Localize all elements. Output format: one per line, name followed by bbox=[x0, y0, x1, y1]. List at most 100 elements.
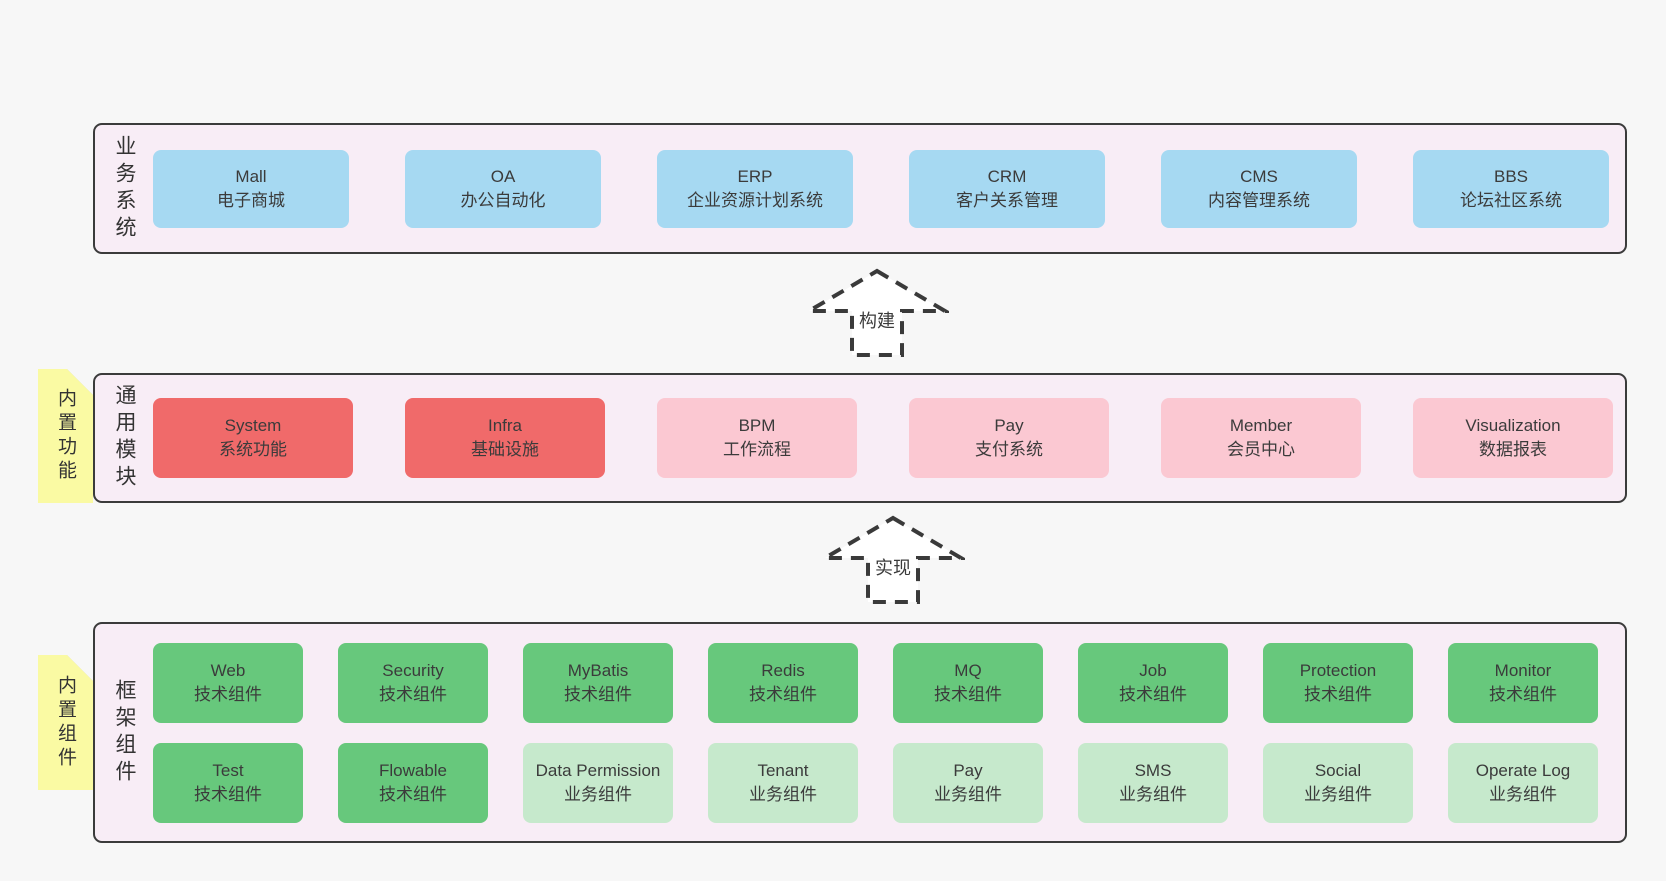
sticky-note-text: 内置功能 bbox=[55, 388, 76, 484]
box-subtitle: 技术组件 bbox=[194, 684, 262, 704]
box-web: Web 技术组件 bbox=[153, 642, 303, 723]
box-subtitle: 会员中心 bbox=[1227, 440, 1295, 459]
business-row: Mall 电子商城 OA 办公自动化 ERP 企业资源计划系统 CRM 客户关系… bbox=[153, 149, 1609, 228]
box-title: MyBatis bbox=[567, 660, 629, 680]
box-mall: Mall 电子商城 bbox=[153, 149, 349, 228]
box-title: Web bbox=[210, 660, 246, 680]
box-title: Social bbox=[1314, 760, 1362, 780]
box-title: Redis bbox=[761, 660, 805, 680]
box-subtitle: 业务组件 bbox=[1119, 784, 1187, 804]
box-visualization: Visualization 数据报表 bbox=[1413, 398, 1613, 478]
box-bpm: BPM 工作流程 bbox=[657, 398, 857, 478]
box-data-permission: Data Permission 业务组件 bbox=[523, 742, 673, 823]
sticky-note-built-in-features: 内置功能 bbox=[38, 369, 93, 503]
box-title: Data Permission bbox=[535, 760, 661, 780]
box-subtitle: 客户关系管理 bbox=[956, 190, 1058, 210]
box-crm: CRM 客户关系管理 bbox=[909, 149, 1105, 228]
components-row-2: Test 技术组件 Flowable 技术组件 Data Permission … bbox=[153, 742, 1605, 823]
box-social: Social 业务组件 bbox=[1263, 742, 1413, 823]
box-subtitle: 技术组件 bbox=[749, 684, 817, 704]
box-mq: MQ 技术组件 bbox=[893, 642, 1043, 723]
box-infra: Infra 基础设施 bbox=[405, 398, 605, 478]
box-subtitle: 企业资源计划系统 bbox=[687, 190, 823, 210]
box-cms: CMS 内容管理系统 bbox=[1161, 149, 1357, 228]
box-title: ERP bbox=[737, 166, 773, 186]
box-subtitle: 技术组件 bbox=[194, 784, 262, 804]
box-subtitle: 技术组件 bbox=[1489, 684, 1557, 704]
box-subtitle: 论坛社区系统 bbox=[1460, 190, 1562, 210]
box-title: BPM bbox=[738, 416, 776, 435]
box-subtitle: 技术组件 bbox=[1119, 684, 1187, 704]
box-subtitle: 技术组件 bbox=[379, 684, 447, 704]
box-protection: Protection 技术组件 bbox=[1263, 642, 1413, 723]
box-system: System 系统功能 bbox=[153, 398, 353, 478]
box-sms: SMS 业务组件 bbox=[1078, 742, 1228, 823]
box-member: Member 会员中心 bbox=[1161, 398, 1361, 478]
box-oa: OA 办公自动化 bbox=[405, 149, 601, 228]
box-title: Pay bbox=[994, 416, 1024, 435]
box-title: Job bbox=[1139, 660, 1167, 680]
panel-label-business-systems: 业务系统 bbox=[113, 134, 136, 243]
modules-row: System 系统功能 Infra 基础设施 BPM 工作流程 Pay 支付系统… bbox=[153, 398, 1613, 478]
box-job: Job 技术组件 bbox=[1078, 642, 1228, 723]
box-erp: ERP 企业资源计划系统 bbox=[657, 149, 853, 228]
box-title: System bbox=[224, 416, 282, 435]
box-subtitle: 电子商城 bbox=[217, 190, 285, 210]
box-pay-biz: Pay 业务组件 bbox=[893, 742, 1043, 823]
panel-business-systems: 业务系统 Mall 电子商城 OA 办公自动化 ERP 企业资源计划系统 CRM… bbox=[93, 123, 1627, 254]
box-redis: Redis 技术组件 bbox=[708, 642, 858, 723]
box-security: Security 技术组件 bbox=[338, 642, 488, 723]
box-subtitle: 业务组件 bbox=[1304, 784, 1372, 804]
box-title: Flowable bbox=[378, 760, 448, 780]
box-subtitle: 技术组件 bbox=[564, 684, 632, 704]
box-pay: Pay 支付系统 bbox=[909, 398, 1109, 478]
box-subtitle: 系统功能 bbox=[219, 440, 287, 459]
arrow-build-up: 构建 bbox=[805, 267, 949, 359]
box-title: MQ bbox=[954, 660, 982, 680]
box-title: Security bbox=[382, 660, 444, 680]
box-title: CRM bbox=[987, 166, 1027, 186]
sticky-note-text: 内置组件 bbox=[55, 674, 76, 771]
box-title: Mall bbox=[235, 166, 267, 186]
box-subtitle: 支付系统 bbox=[975, 440, 1043, 459]
box-subtitle: 内容管理系统 bbox=[1208, 190, 1310, 210]
box-title: Member bbox=[1229, 416, 1293, 435]
box-title: SMS bbox=[1134, 760, 1172, 780]
box-subtitle: 业务组件 bbox=[749, 784, 817, 804]
box-subtitle: 基础设施 bbox=[471, 440, 539, 459]
box-monitor: Monitor 技术组件 bbox=[1448, 642, 1598, 723]
box-title: Infra bbox=[487, 416, 523, 435]
box-bbs: BBS 论坛社区系统 bbox=[1413, 149, 1609, 228]
sticky-note-built-in-components: 内置组件 bbox=[38, 655, 93, 790]
box-title: CMS bbox=[1240, 166, 1278, 186]
box-subtitle: 工作流程 bbox=[723, 440, 791, 459]
box-title: Tenant bbox=[757, 760, 809, 780]
box-title: Operate Log bbox=[1475, 760, 1571, 780]
box-title: Visualization bbox=[1465, 416, 1561, 435]
box-subtitle: 业务组件 bbox=[934, 784, 1002, 804]
components-row-1: Web 技术组件 Security 技术组件 MyBatis 技术组件 Redi… bbox=[153, 642, 1605, 723]
box-subtitle: 数据报表 bbox=[1479, 440, 1547, 459]
box-flowable: Flowable 技术组件 bbox=[338, 742, 488, 823]
box-subtitle: 技术组件 bbox=[1304, 684, 1372, 704]
arrow-label-build: 构建 bbox=[856, 306, 898, 335]
box-subtitle: 办公自动化 bbox=[460, 190, 546, 210]
box-mybatis: MyBatis 技术组件 bbox=[523, 642, 673, 723]
box-subtitle: 业务组件 bbox=[564, 784, 632, 804]
box-title: BBS bbox=[1493, 166, 1529, 186]
box-subtitle: 技术组件 bbox=[379, 784, 447, 804]
box-test: Test 技术组件 bbox=[153, 742, 303, 823]
box-title: Protection bbox=[1299, 660, 1377, 680]
arrow-label-implement: 实现 bbox=[872, 553, 914, 582]
panel-framework-components: 框架组件 Web 技术组件 Security 技术组件 MyBatis 技术组件… bbox=[93, 622, 1627, 843]
box-operate-log: Operate Log 业务组件 bbox=[1448, 742, 1598, 823]
box-tenant: Tenant 业务组件 bbox=[708, 742, 858, 823]
arrow-implement-up: 实现 bbox=[821, 514, 965, 606]
box-title: Test bbox=[212, 760, 244, 780]
panel-common-modules: 通用模块 System 系统功能 Infra 基础设施 BPM 工作流程 Pay… bbox=[93, 373, 1627, 503]
box-title: OA bbox=[490, 166, 516, 186]
box-subtitle: 技术组件 bbox=[934, 684, 1002, 704]
box-subtitle: 业务组件 bbox=[1489, 784, 1557, 804]
box-title: Monitor bbox=[1494, 660, 1552, 680]
panel-label-common-modules: 通用模块 bbox=[113, 384, 136, 492]
